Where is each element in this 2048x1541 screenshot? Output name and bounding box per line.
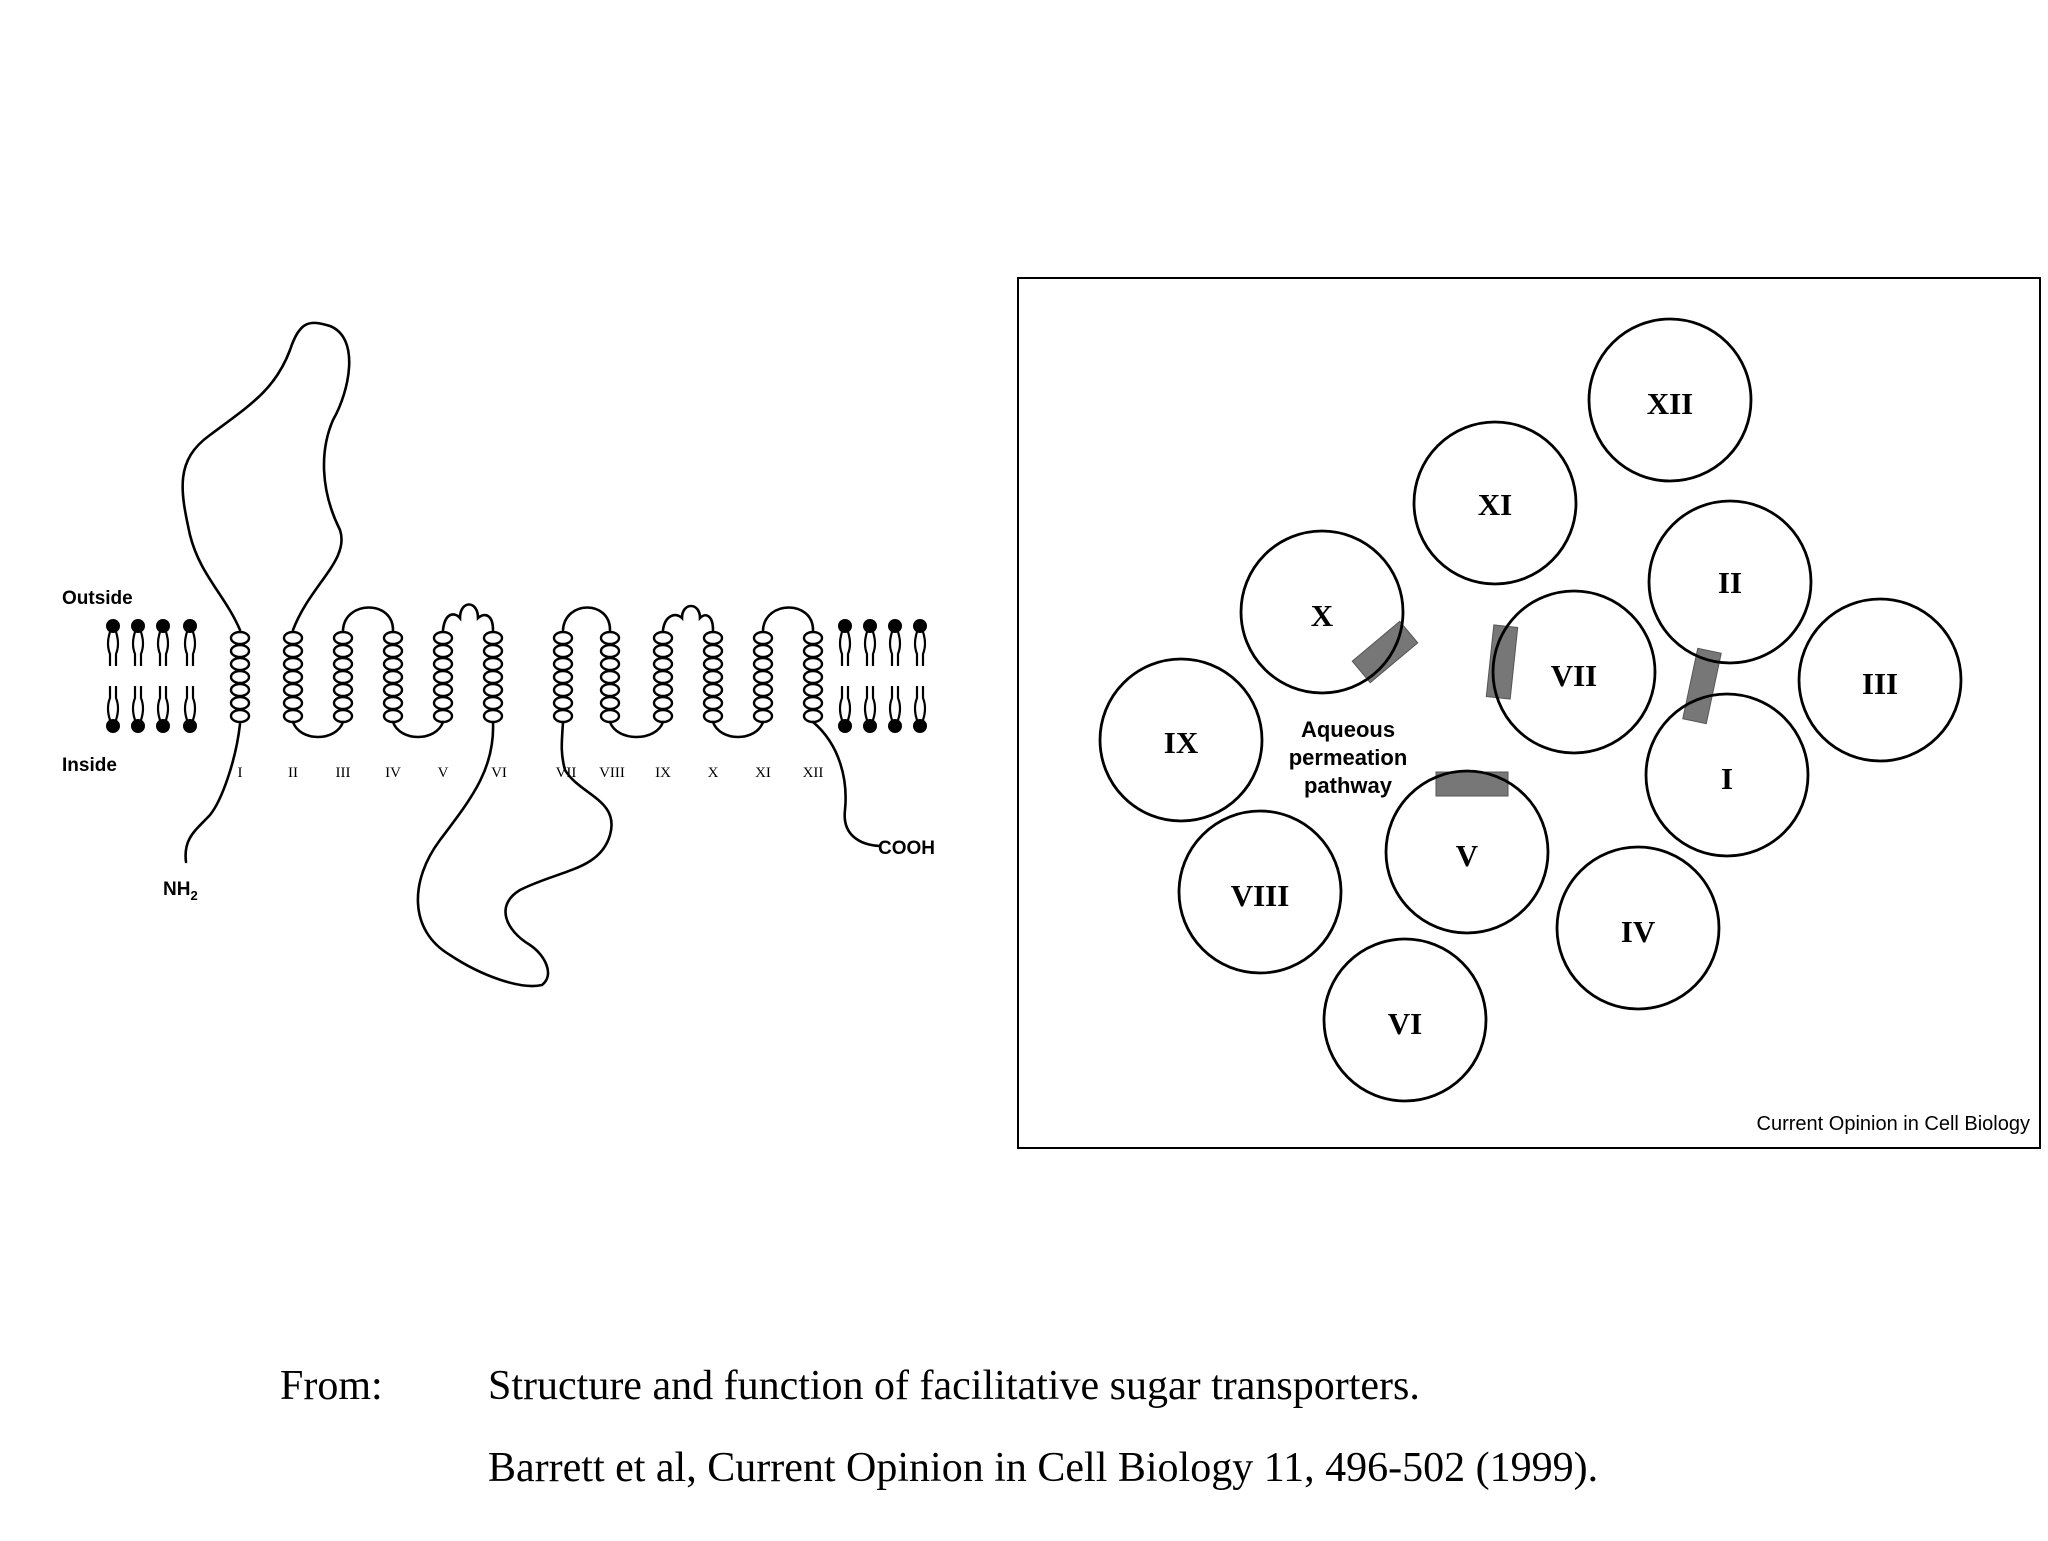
c-terminus-label: COOH: [878, 838, 935, 859]
helix-circle-ix: [1098, 657, 1264, 823]
helix-label-iv: IV: [1621, 914, 1656, 949]
segment-label-12: XII: [803, 765, 824, 781]
aqueous-pathway-label: Aqueous permeation pathway: [1289, 717, 1408, 798]
segment-label-10: X: [708, 765, 719, 781]
helix-circle-iv: [1555, 845, 1721, 1011]
pathway-lining-marks: [1351, 620, 1722, 797]
helix-label-iii: III: [1862, 666, 1898, 701]
helix-label-vi: VI: [1388, 1006, 1422, 1041]
helix-label-xii: XII: [1647, 386, 1694, 421]
helix-circle-ii: [1647, 499, 1813, 665]
svg-text:pathway: pathway: [1304, 773, 1393, 798]
helix-labels: XII XI II X VII III IX I V VIII IV VI: [1164, 386, 1898, 1041]
segment-label-7: VII: [556, 765, 577, 781]
helix-circle-viii: [1177, 809, 1343, 975]
journal-credit: Current Opinion in Cell Biology: [1757, 1113, 2030, 1135]
helix-label-x: X: [1311, 598, 1334, 633]
segment-label-4: IV: [385, 765, 401, 781]
lipid-bilayer-right: [836, 617, 929, 735]
helix-label-vii: VII: [1551, 658, 1598, 693]
segment-label-11: XI: [755, 765, 771, 781]
segment-label-2: II: [288, 765, 298, 781]
helix-circle-v: [1384, 769, 1550, 935]
segment-label-6: VI: [491, 765, 507, 781]
helix-circle-iii: [1797, 597, 1963, 763]
helix-label-xi: XI: [1478, 487, 1512, 522]
segment-label-9: IX: [655, 765, 671, 781]
helix-circle-xi: [1412, 420, 1578, 586]
helix-circle-x: [1239, 529, 1405, 695]
lipid-bilayer-left: [104, 617, 199, 735]
helical-wheel-panel: XII XI II X VII III IX I V VIII IV VI Aq…: [1017, 277, 2041, 1149]
helix-circle-i: [1644, 692, 1810, 858]
helix-label-v: V: [1456, 838, 1479, 873]
helix-circle-vii: [1491, 589, 1657, 755]
segment-label-5: V: [438, 765, 449, 781]
segment-label-3: III: [336, 765, 351, 781]
helix-circle-vi: [1322, 937, 1488, 1103]
helix-label-viii: VIII: [1231, 878, 1290, 913]
helix-label-ix: IX: [1164, 725, 1199, 760]
svg-text:Aqueous: Aqueous: [1301, 717, 1395, 742]
segment-label-1: I: [238, 765, 243, 781]
topology-panel: Outside Inside: [62, 321, 935, 988]
segment-labels: I II III IV V VI VII VIII IX X XI XII: [238, 765, 824, 781]
transmembrane-helices: [229, 630, 824, 724]
helix-label-i: I: [1721, 761, 1733, 796]
segment-label-8: VIII: [599, 765, 625, 781]
n-terminus-label: NH2: [163, 879, 198, 903]
svg-text:permeation: permeation: [1289, 745, 1408, 770]
helix-circles: [1098, 317, 1963, 1103]
helix-circle-xii: [1587, 317, 1753, 483]
helix-label-ii: II: [1718, 565, 1742, 600]
inside-label: Inside: [62, 755, 117, 776]
polypeptide-chain: [181, 321, 882, 988]
outside-label: Outside: [62, 588, 133, 609]
panel-frame: [1017, 277, 2041, 1149]
